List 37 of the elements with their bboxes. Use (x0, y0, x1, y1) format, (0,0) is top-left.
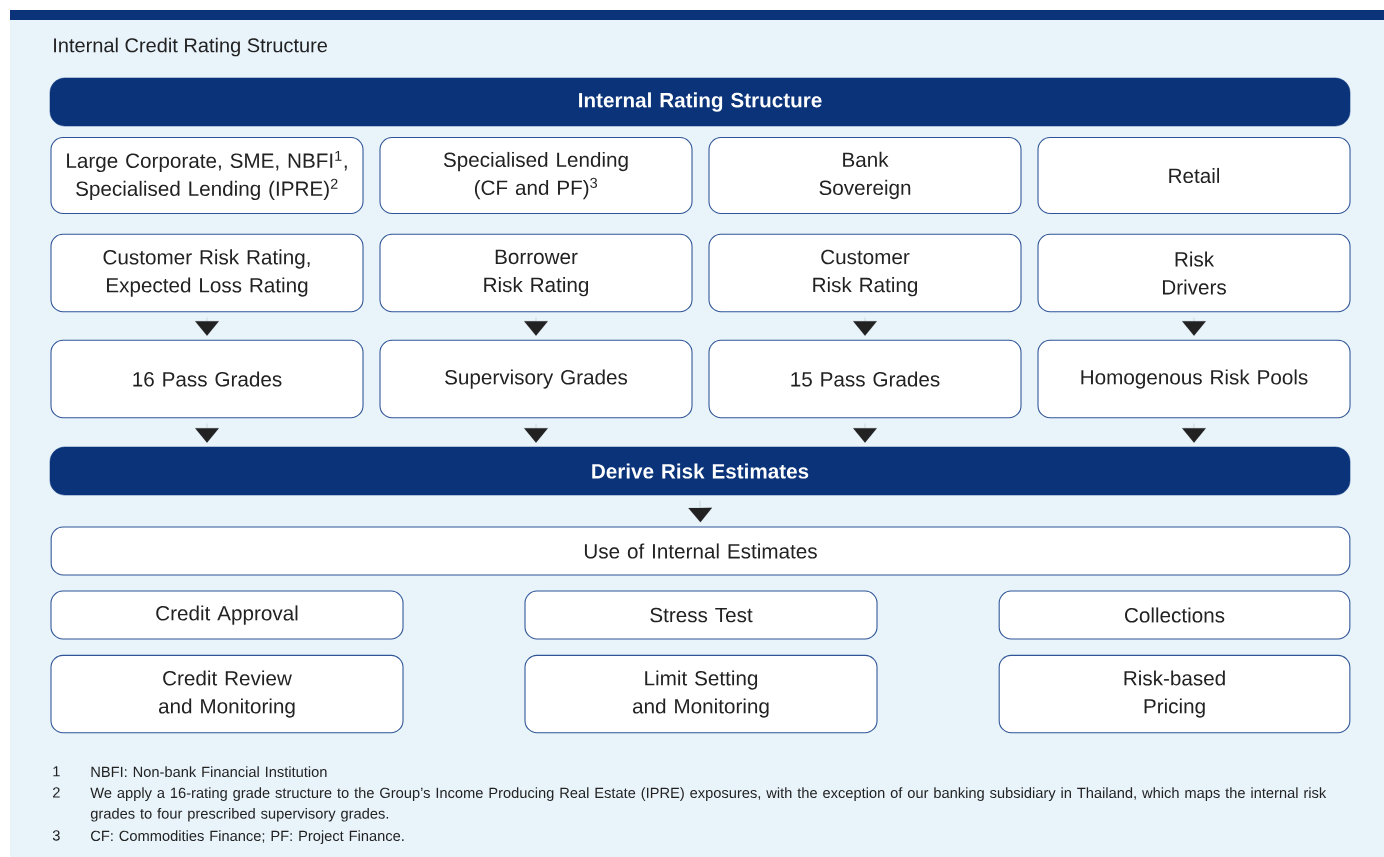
arrow (195, 423, 219, 443)
footnote-number: 1 (53, 766, 60, 777)
footnote-text: CF: Commodities Finance; PF: Project Finance. (91, 830, 404, 844)
rounded-box: Retail (1037, 136, 1351, 215)
footnote-text: We apply a 16-rating grade structure to the Group’s Income Producing Real Estate (IPRE) exposures, with the exception of our banking subsidiary in Thailand, which maps the internal risk grades to four prescribed supervisory grades. (90, 787, 1327, 822)
arrow (524, 423, 548, 443)
rounded-box: 15 Pass Grades (708, 339, 1022, 419)
arrow (1182, 423, 1206, 443)
rounded-box: Bank Sovereign (708, 136, 1022, 215)
arrow (195, 317, 219, 336)
arrow (853, 423, 877, 443)
footnote-number: 2 (53, 787, 60, 798)
footnote-text: NBFI: Non-bank Financial Institution (91, 766, 327, 778)
rounded-box: Credit Approval (50, 590, 404, 640)
rounded-box: Homogenous Risk Pools (1037, 339, 1351, 419)
rounded-box: Customer Risk Rating, Expected Loss Rating (50, 233, 364, 313)
rounded-box: Limit Setting and Monitoring (524, 654, 878, 734)
rounded-box: Borrower Risk Rating (379, 233, 693, 313)
rounded-box: Stress Test (524, 590, 878, 640)
rounded-box: Risk-based Pricing (998, 654, 1351, 734)
rounded-box: Customer Risk Rating (708, 233, 1022, 313)
arrow (524, 317, 548, 336)
rounded-box: Credit Review and Monitoring (50, 654, 404, 734)
rounded-box: Risk Drivers (1037, 233, 1351, 313)
rounded-box: 16 Pass Grades (50, 339, 364, 419)
diagram-title: Internal Credit Rating Structure (54, 37, 327, 57)
rounded-box: Collections (998, 590, 1351, 640)
rounded-box: Specialised Lending (CF and PF)$^{3}$ (379, 136, 693, 215)
header-banner: Derive Risk Estimates (49, 446, 1351, 496)
rounded-box: Use of Internal Estimates (50, 526, 1351, 576)
arrow (1182, 317, 1206, 336)
header-banner: Internal Rating Structure (49, 77, 1351, 127)
rounded-box: Large Corporate, SME, NBFI$^{1}$, Specialised Lending (IPRE)$^{2}$ (50, 136, 364, 215)
arrow (688, 500, 713, 523)
footnote-number: 3 (52, 830, 60, 841)
rounded-box: Supervisory Grades (379, 339, 693, 419)
arrow (853, 317, 877, 336)
